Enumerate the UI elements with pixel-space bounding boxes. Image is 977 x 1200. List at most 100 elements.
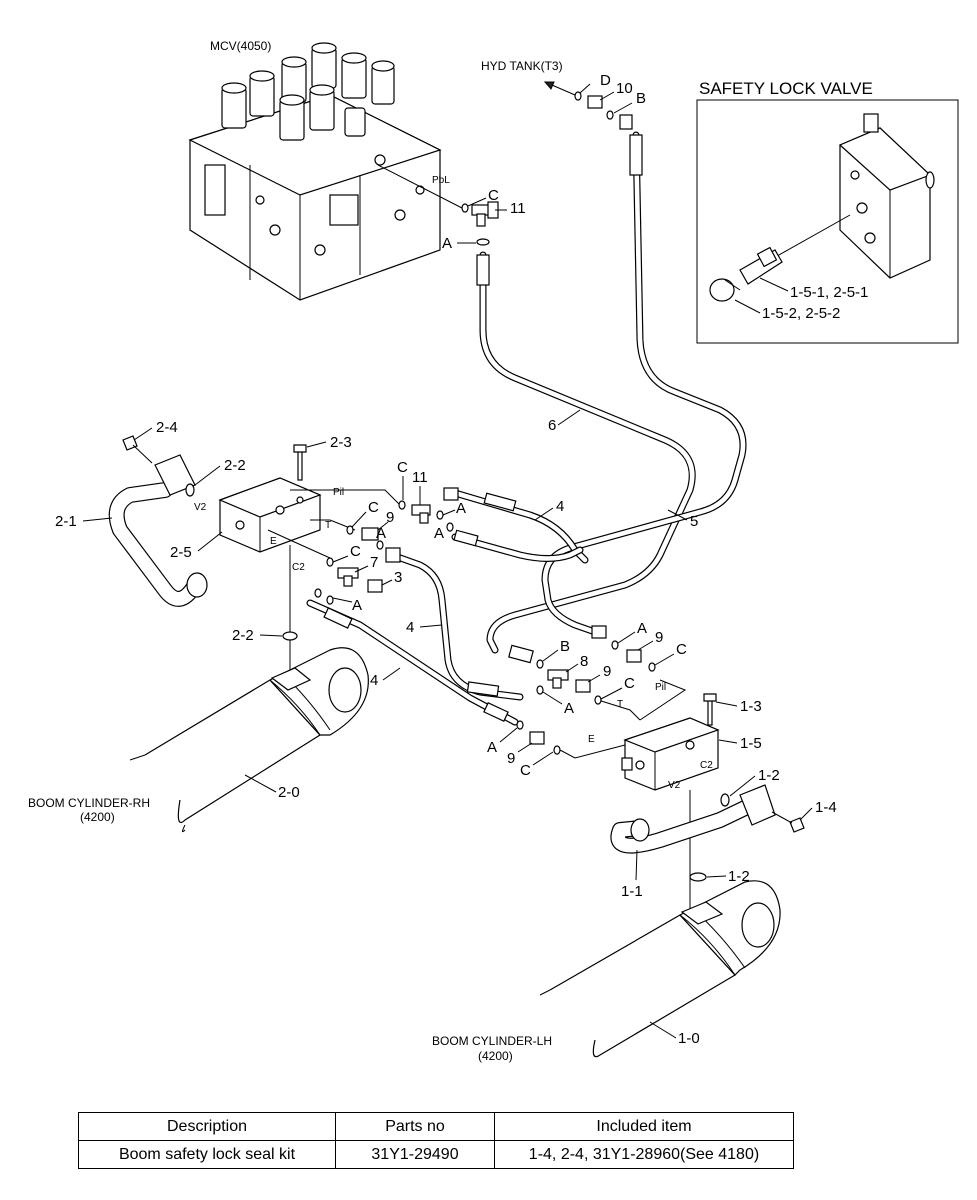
- cartridge-cap: [709, 278, 741, 302]
- fitting-tee-11-mid: [411, 504, 431, 524]
- callout-2-2-bottom: 2-2: [232, 627, 254, 644]
- hose-4-upper: [451, 489, 589, 564]
- pbl-port-label: PbL: [432, 175, 450, 186]
- hose-4-mid-fitting: [466, 681, 500, 697]
- callout-1-5-1: 1-5-1, 2-5-1: [790, 284, 868, 301]
- callout-4-mid: 4: [406, 619, 414, 636]
- fitting-9-rh: [361, 527, 379, 541]
- callout-4-low: 4: [370, 672, 378, 689]
- table-row: Boom safety lock seal kit 31Y1-29490 1-4…: [78, 1140, 794, 1169]
- boom-cylinder-rh: [129, 647, 369, 833]
- hose-4-low-fitting-b: [483, 702, 509, 722]
- callout-a-lh2: A: [564, 700, 574, 717]
- boom-cylinder-lh: [539, 880, 781, 1058]
- rh-c2-label: C2: [292, 562, 305, 573]
- boom-rh-ref: (4200): [80, 810, 115, 824]
- callout-10: 10: [616, 80, 633, 97]
- boom-lh-label: BOOM CYLINDER-LH: [432, 1034, 552, 1048]
- hose-end-top: [619, 114, 633, 130]
- bolt-2-4: [122, 435, 138, 451]
- hose-4-low-fitting: [323, 607, 353, 629]
- hose-6-low-end: [508, 644, 534, 664]
- callout-a-mid4: A: [352, 597, 362, 614]
- mcv-label: MCV(4050): [210, 39, 271, 53]
- fitting-9-lh-mid: [575, 679, 591, 693]
- hose-4-mid-end: [385, 547, 401, 563]
- bolt-1-4: [789, 817, 805, 833]
- callout-2-5: 2-5: [170, 544, 192, 561]
- callout-9-lh1: 9: [655, 629, 663, 646]
- callout-b-lh: B: [560, 638, 570, 655]
- parts-table: Description Parts no Included item Boom …: [78, 1112, 794, 1169]
- rh-pil-label: Pil: [333, 487, 344, 498]
- table-header-parts-no: Parts no: [335, 1112, 495, 1141]
- callout-7: 7: [370, 554, 378, 571]
- callout-a-mid2: A: [434, 525, 444, 542]
- callout-1-4: 1-4: [815, 799, 837, 816]
- table-cell-parts-no: 31Y1-29490: [335, 1140, 495, 1169]
- callout-6: 6: [548, 417, 556, 434]
- callout-2-4: 2-4: [156, 419, 178, 436]
- o-ring-1-2-bottom: [689, 872, 707, 882]
- fitting-9-lh-low: [529, 731, 545, 745]
- rh-pipe-2-1: [108, 482, 203, 607]
- rh-lock-valve-2-5: [218, 477, 322, 553]
- o-ring-2-2-bottom: [282, 631, 298, 641]
- hose-5-end: [629, 134, 643, 176]
- o-ring-1-2-top: [720, 793, 730, 807]
- table-header-row: Description Parts no Included item: [78, 1112, 794, 1141]
- hose-6: [479, 251, 696, 654]
- callout-2-3: 2-3: [330, 434, 352, 451]
- check-valve-cartridge: [739, 246, 783, 285]
- callout-a-lh3: A: [487, 739, 497, 756]
- callout-c-lh2: C: [624, 675, 635, 692]
- callout-1-1: 1-1: [621, 883, 643, 900]
- callout-9-lh2: 9: [603, 663, 611, 680]
- lh-flange-right: [739, 784, 776, 826]
- callout-c-mid1: C: [397, 459, 408, 476]
- table-header-included: Included item: [494, 1112, 794, 1141]
- boom-lh-ref: (4200): [478, 1049, 513, 1063]
- boom-rh-label: BOOM CYLINDER-RH: [28, 796, 150, 810]
- fitting-tee-11-top: [461, 201, 499, 227]
- hose-4-fitting-b: [453, 529, 479, 547]
- callout-1-0: 1-0: [678, 1030, 700, 1047]
- callout-11-top: 11: [510, 200, 526, 217]
- fitting-3: [367, 579, 383, 593]
- callout-1-5: 1-5: [740, 735, 762, 752]
- callout-a-mid1: A: [456, 500, 466, 517]
- callout-c-lh1: C: [676, 641, 687, 658]
- fitting-tee-7: [337, 567, 359, 587]
- rh-t-label: T: [325, 520, 331, 531]
- o-ring-a-top: [476, 238, 490, 246]
- rh-v2-label: V2: [194, 502, 207, 513]
- callout-1-2-top: 1-2: [758, 767, 780, 784]
- rh-e-label: E: [270, 536, 277, 547]
- table-header-description: Description: [78, 1112, 336, 1141]
- callout-9-mid: 9: [386, 509, 394, 526]
- lh-v2-label: V2: [668, 780, 681, 791]
- callout-2-2-top: 2-2: [224, 457, 246, 474]
- o-ring-2-2-top: [185, 483, 195, 497]
- fitting-9-lh-top: [626, 649, 642, 663]
- lh-e-label: E: [588, 734, 595, 745]
- callout-1-2-bottom: 1-2: [728, 868, 750, 885]
- hose-5-low-end: [591, 625, 607, 639]
- callout-5: 5: [690, 513, 698, 530]
- table-cell-description: Boom safety lock seal kit: [78, 1140, 336, 1169]
- callout-d: D: [600, 72, 611, 89]
- bolt-1-3: [707, 699, 713, 726]
- lh-pil-label: Pil: [655, 682, 666, 693]
- callout-4-top: 4: [556, 498, 564, 515]
- safety-lock-valve-body: [838, 113, 935, 279]
- hyd-tank-label: HYD TANK(T3): [481, 59, 563, 73]
- callout-c-lh3: C: [520, 762, 531, 779]
- fitting-tee-8: [547, 669, 569, 689]
- callout-2-1: 2-1: [55, 513, 77, 530]
- o-ring-d: [574, 91, 582, 101]
- callout-3: 3: [394, 569, 402, 586]
- safety-lock-title: SAFETY LOCK VALVE: [699, 79, 873, 98]
- callout-c-mid3: C: [350, 543, 361, 560]
- table-cell-included: 1-4, 2-4, 31Y1-28960(See 4180): [494, 1140, 794, 1169]
